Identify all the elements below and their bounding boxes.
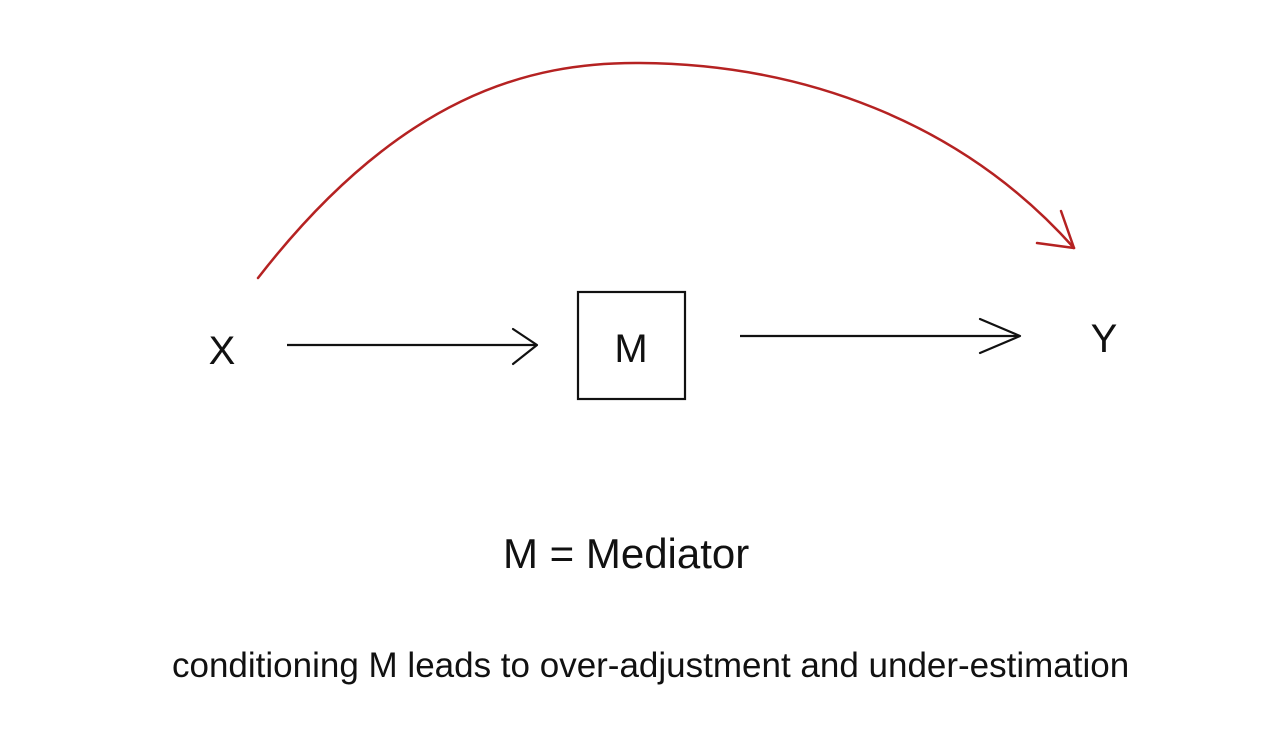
conditioning-note: conditioning M leads to over-adjustment …: [172, 646, 1130, 685]
direct-effect-arrow: [256, 61, 1076, 280]
mediator-legend: M = Mediator: [503, 530, 750, 577]
node-m-box: [576, 290, 687, 401]
arrow-m-to-y: [740, 317, 1022, 355]
direct-effect-curve: [256, 61, 1076, 280]
arrow-x-to-m-head: [511, 327, 539, 366]
direct-effect-arrowhead: [1035, 209, 1076, 250]
node-y-label: Y: [1091, 317, 1118, 361]
arrow-x-to-m: [287, 327, 539, 366]
arrow-m-to-y-head: [978, 317, 1022, 355]
node-x-label: X: [209, 329, 236, 373]
node-m: M: [576, 290, 687, 401]
node-m-label: M: [614, 327, 647, 371]
